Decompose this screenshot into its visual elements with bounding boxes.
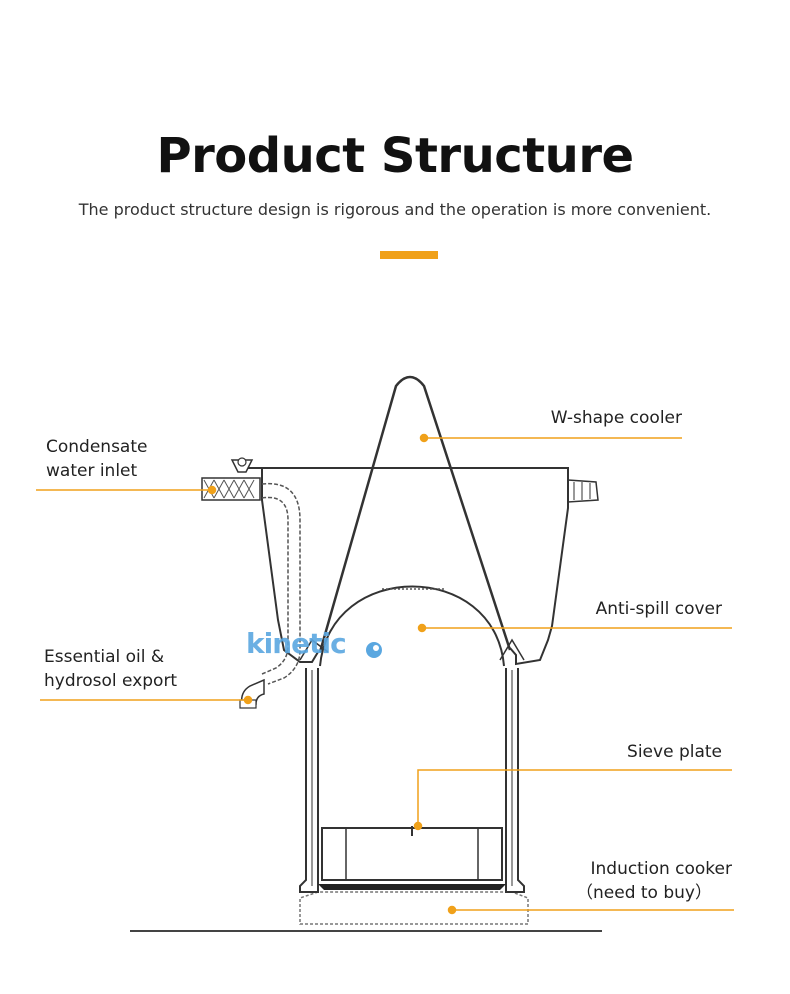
sieve-basket bbox=[321, 827, 503, 881]
page-subtitle: The product structure design is rigorous… bbox=[78, 200, 712, 219]
brand-watermark: kinetic bbox=[246, 627, 347, 660]
hose-barb-right bbox=[567, 479, 599, 503]
page-title: Product Structure bbox=[156, 128, 634, 184]
w-shape-cone bbox=[318, 375, 512, 653]
pot-left-wall bbox=[299, 668, 319, 893]
accent-divider bbox=[380, 251, 438, 259]
label-essential-line1: Essential oil & bbox=[44, 647, 165, 667]
pot-bottom bbox=[318, 884, 506, 890]
label-condensate-line1: Condensate bbox=[46, 437, 148, 457]
label-condensate-line2: water inlet bbox=[46, 461, 138, 481]
label-induction-line2: （need to buy） bbox=[576, 883, 712, 903]
induction-cooker bbox=[299, 891, 529, 925]
label-essential-line2: hydrosol export bbox=[44, 671, 178, 691]
label-sieve-plate: Sieve plate bbox=[627, 742, 722, 762]
inlet-pipe bbox=[261, 482, 301, 685]
label-induction-line1: Induction cooker bbox=[590, 859, 732, 879]
label-anti-spill-cover: Anti-spill cover bbox=[595, 599, 722, 619]
pot-right-wall bbox=[505, 668, 525, 893]
anti-spill-dome bbox=[319, 585, 505, 667]
label-w-shape-cooler: W-shape cooler bbox=[550, 408, 682, 428]
leader-sieve bbox=[417, 769, 732, 826]
